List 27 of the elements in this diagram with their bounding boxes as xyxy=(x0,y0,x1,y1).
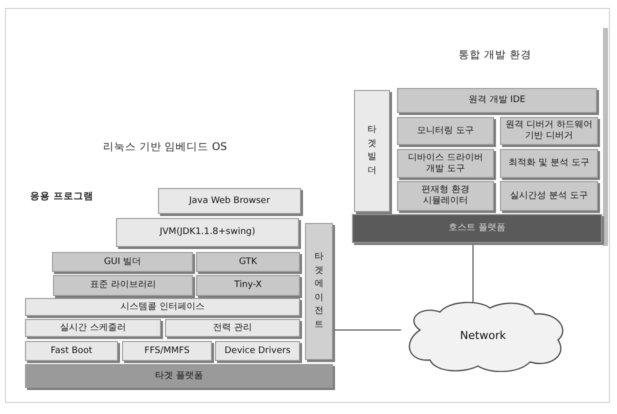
layer-box: 모니터링 도구 xyxy=(397,117,494,145)
vertical-layer-box: 타겟에이전트 xyxy=(305,223,333,360)
connector-line xyxy=(472,242,474,304)
layer-box: 디바이스 드라이버 개발 도구 xyxy=(397,149,494,178)
layer-box: 편재형 환경 시뮬레이터 xyxy=(397,181,494,211)
layer-box: GUI 빌더 xyxy=(52,252,193,272)
layer-box: 전력 관리 xyxy=(165,319,300,337)
layer-box: 시스템콜 인터페이스 xyxy=(25,298,300,316)
vertical-layer-box: 타겟빌더 xyxy=(354,90,390,212)
layer-box: FFS/MMFS xyxy=(122,341,212,361)
layer-box: Java Web Browser xyxy=(158,188,301,214)
layer-box: Device Drivers xyxy=(215,341,300,361)
layer-box: GTK xyxy=(196,252,300,272)
layer-box: 실시간 스케줄러 xyxy=(25,319,161,337)
layer-box: 표준 라이브러리 xyxy=(53,275,193,296)
layer-box: Tiny-X xyxy=(196,275,300,296)
platform-bar: 타겟 플랫폼 xyxy=(25,364,333,388)
layer-box: 최적화 및 분석 도구 xyxy=(500,149,598,178)
layer-label: 응용 프로그램 xyxy=(30,190,90,203)
layer-box: 실시간성 분석 도구 xyxy=(500,181,598,211)
section-title: 리눅스 기반 임베디드 OS xyxy=(102,140,228,154)
platform-bar: 호스트 플랫폼 xyxy=(352,214,602,243)
section-title: 통합 개발 환경 xyxy=(458,48,532,62)
layer-box: 원격 디버거 하드웨어 기반 디버거 xyxy=(500,117,598,145)
layer-box: Fast Boot xyxy=(25,341,118,361)
layer-box: 원격 개발 IDE xyxy=(397,88,597,113)
layer-box: JVM(JDK1.1.8+swing) xyxy=(116,218,299,247)
